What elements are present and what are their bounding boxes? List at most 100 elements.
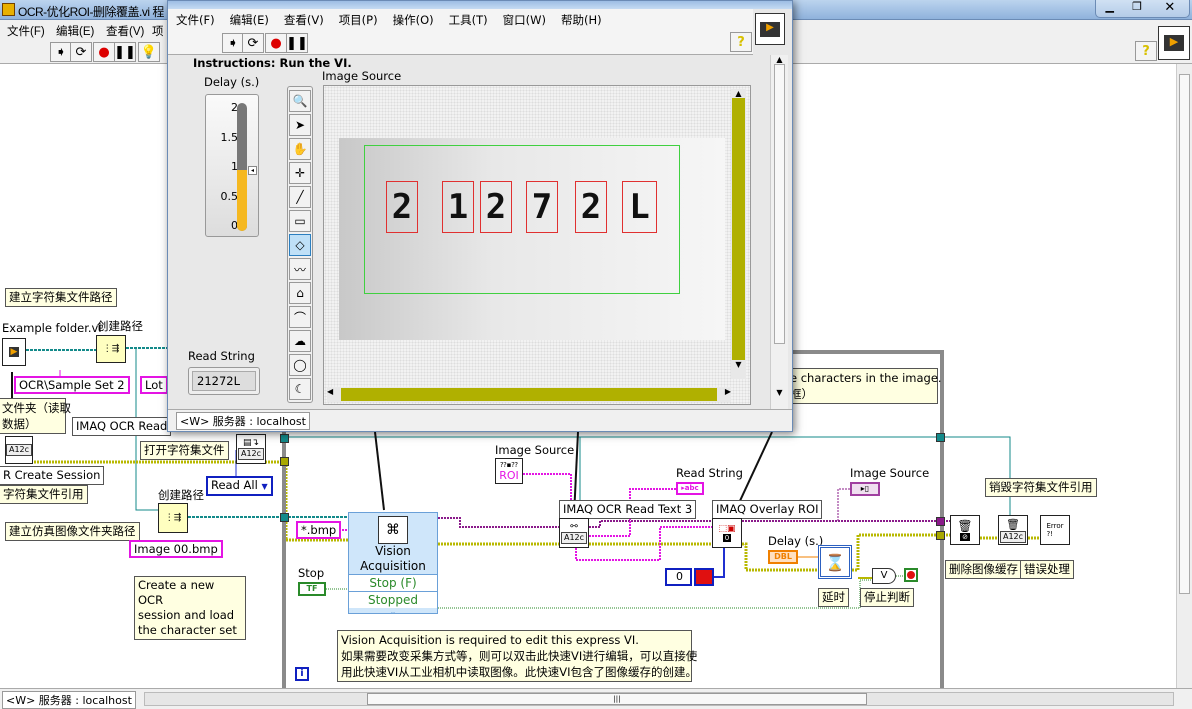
build-path-node[interactable]: ⋮⇶	[158, 503, 188, 533]
menu-edit[interactable]: 编辑(E)	[56, 26, 95, 38]
ocr-character-box: 2	[386, 181, 418, 233]
menu-project[interactable]: 项	[152, 26, 164, 38]
minimize-button[interactable]: ▁	[1105, 0, 1114, 13]
zoom-icon[interactable]: 🔍	[289, 90, 311, 112]
fp-menu-edit[interactable]: 编辑(E)	[229, 13, 269, 27]
dispose-image-node[interactable]: 🗑⊘	[950, 515, 980, 545]
fp-vertical-scrollbar[interactable]: ▲▼	[770, 55, 788, 409]
delay-control[interactable]: DBL	[768, 550, 798, 564]
curve-icon[interactable]: ⌒	[289, 306, 311, 328]
roi-tool-palette: 🔍➤✋✛╱▭◇〰⌂⌒☁◯☾	[287, 86, 313, 403]
vision-acquisition-node[interactable]: ⌘ Vision Acquisition Stop (F) Stopped ⌄	[348, 512, 438, 616]
overlay-roi-label: IMAQ Overlay ROI	[712, 500, 823, 519]
sample-set-constant[interactable]: OCR\Sample Set 2	[14, 376, 130, 394]
ocr-read-text-node[interactable]: ⚯A12c	[559, 518, 589, 548]
diagram-status-bar: <W> 服务器 : localhost |||	[0, 688, 1192, 709]
slider-thumb[interactable]: ◂	[248, 165, 257, 175]
run-continuously-button[interactable]: ⟳	[70, 42, 92, 62]
menu-file[interactable]: 文件(F)	[7, 26, 45, 38]
line-icon[interactable]: ╱	[289, 186, 311, 208]
restore-button[interactable]: ❐	[1132, 0, 1142, 13]
wait-node[interactable]: ⌛	[818, 545, 852, 579]
slider-tick: 2	[231, 101, 238, 114]
stop-f-terminal[interactable]: Stop (F)	[349, 574, 437, 591]
run-button[interactable]: ➧	[222, 33, 244, 53]
menu-view[interactable]: 查看(V)	[106, 26, 145, 38]
build-path-node[interactable]: ⋮⇶	[96, 335, 126, 363]
fp-menu-tools[interactable]: 工具(T)	[448, 13, 488, 27]
oval-icon[interactable]: ◯	[289, 354, 311, 376]
image-source-label: Image Source	[322, 69, 402, 83]
crosshair-icon[interactable]: ✛	[289, 162, 311, 184]
info-icon[interactable]: i	[295, 667, 309, 681]
pause-button[interactable]: ❚❚	[286, 33, 308, 53]
image-file-constant[interactable]: Image 00.bmp	[129, 540, 223, 558]
ocr-create-session-node[interactable]: A12c	[5, 436, 33, 464]
comment-sim-folder: 建立仿真图像文件夹路径	[5, 522, 140, 541]
fp-menu-view[interactable]: 查看(V)	[283, 13, 324, 27]
image-wire	[837, 488, 850, 521]
ocr-read-label: IMAQ OCR Read	[72, 417, 172, 436]
lot-constant[interactable]: Lot I	[140, 376, 168, 394]
example-folder-node[interactable]: ▶	[2, 338, 26, 366]
dispose-session-node[interactable]: 🗑A12c	[998, 515, 1028, 545]
open-charset-node[interactable]: ▤↴A12c	[236, 434, 266, 464]
vertical-scrollbar[interactable]	[1176, 64, 1192, 688]
rectangle-icon[interactable]: ▭	[289, 210, 311, 232]
roi-rectangle[interactable]	[364, 145, 680, 294]
bmp-pattern-constant[interactable]: *.bmp	[296, 521, 342, 539]
freeform-icon[interactable]: ☁	[289, 330, 311, 352]
error-wire	[852, 533, 950, 572]
ref-tunnel	[280, 434, 289, 443]
rotated-rect-icon[interactable]: ◇	[289, 234, 311, 256]
stop-control[interactable]: TF	[298, 582, 326, 596]
freehand-icon[interactable]: ⌂	[289, 282, 311, 304]
read-string-indicator: ▸abc	[676, 482, 704, 495]
pointer-icon[interactable]: ➤	[289, 114, 311, 136]
annulus-icon[interactable]: ☾	[289, 378, 311, 400]
horizontal-scrollbar[interactable]: |||	[144, 692, 1174, 706]
fp-toolbar: ➧ ⟳ ● ❚❚ ?	[168, 31, 753, 55]
ocr-character-box: 1	[442, 181, 474, 233]
fp-menu-help[interactable]: 帮助(H)	[560, 13, 602, 27]
help-button[interactable]: ?	[1135, 41, 1157, 61]
roi-property-node[interactable]: ⁇▪⁇ROI	[495, 458, 523, 484]
error-tunnel	[936, 531, 945, 540]
polyline-icon[interactable]: 〰	[289, 258, 311, 280]
expand-chevron-icon[interactable]: ⌄	[389, 607, 397, 616]
fp-menu-operate[interactable]: 操作(O)	[392, 13, 434, 27]
fp-menu-project[interactable]: 项目(P)	[338, 13, 378, 27]
fp-menu-file[interactable]: 文件(F)	[176, 13, 215, 27]
stopped-terminal[interactable]: Stopped	[349, 591, 437, 608]
server-status: <W> 服务器 : localhost	[176, 412, 310, 430]
slider-tick: 1	[231, 160, 238, 173]
run-continuously-button[interactable]: ⟳	[242, 33, 264, 53]
front-panel-window: 文件(F) 编辑(E) 查看(V) 项目(P) 操作(O) 工具(T) 窗口(W…	[167, 0, 793, 432]
highlight-execution-button[interactable]: 💡	[138, 42, 160, 62]
abort-button[interactable]: ●	[265, 33, 287, 53]
slider-tick: 1.5	[220, 130, 239, 144]
close-button[interactable]: ✕	[1164, 0, 1176, 15]
overlay-roi-node[interactable]: ⬚▣0	[712, 518, 742, 548]
read-all-enum[interactable]: Read All ▼	[206, 476, 273, 496]
ocr-character-box: 7	[526, 181, 558, 233]
image-horizontal-scrollbar[interactable]: ◀▶	[327, 387, 731, 402]
fp-menu-window[interactable]: 窗口(W)	[502, 13, 546, 27]
fp-menu-bar: 文件(F) 编辑(E) 查看(V) 项目(P) 操作(O) 工具(T) 窗口(W…	[168, 9, 753, 31]
color-constant[interactable]	[694, 568, 714, 586]
pan-icon[interactable]: ✋	[289, 138, 311, 160]
comment-stop-judge: 停止判断	[860, 588, 914, 607]
help-button[interactable]: ?	[730, 32, 752, 52]
string-wire	[575, 526, 712, 561]
pause-button[interactable]: ❚❚	[114, 42, 136, 62]
slider-track[interactable]	[237, 103, 247, 231]
overlay-number-constant[interactable]: 0	[665, 568, 692, 586]
string-wire	[523, 473, 572, 518]
error-handler-node[interactable]: Error?!	[1040, 515, 1070, 545]
image-source-label: Image Source	[495, 443, 575, 457]
image-wire	[438, 517, 559, 528]
comment-open-charset: 打开字符集文件	[140, 441, 229, 460]
image-vertical-scrollbar[interactable]: ▲▼	[731, 89, 746, 379]
